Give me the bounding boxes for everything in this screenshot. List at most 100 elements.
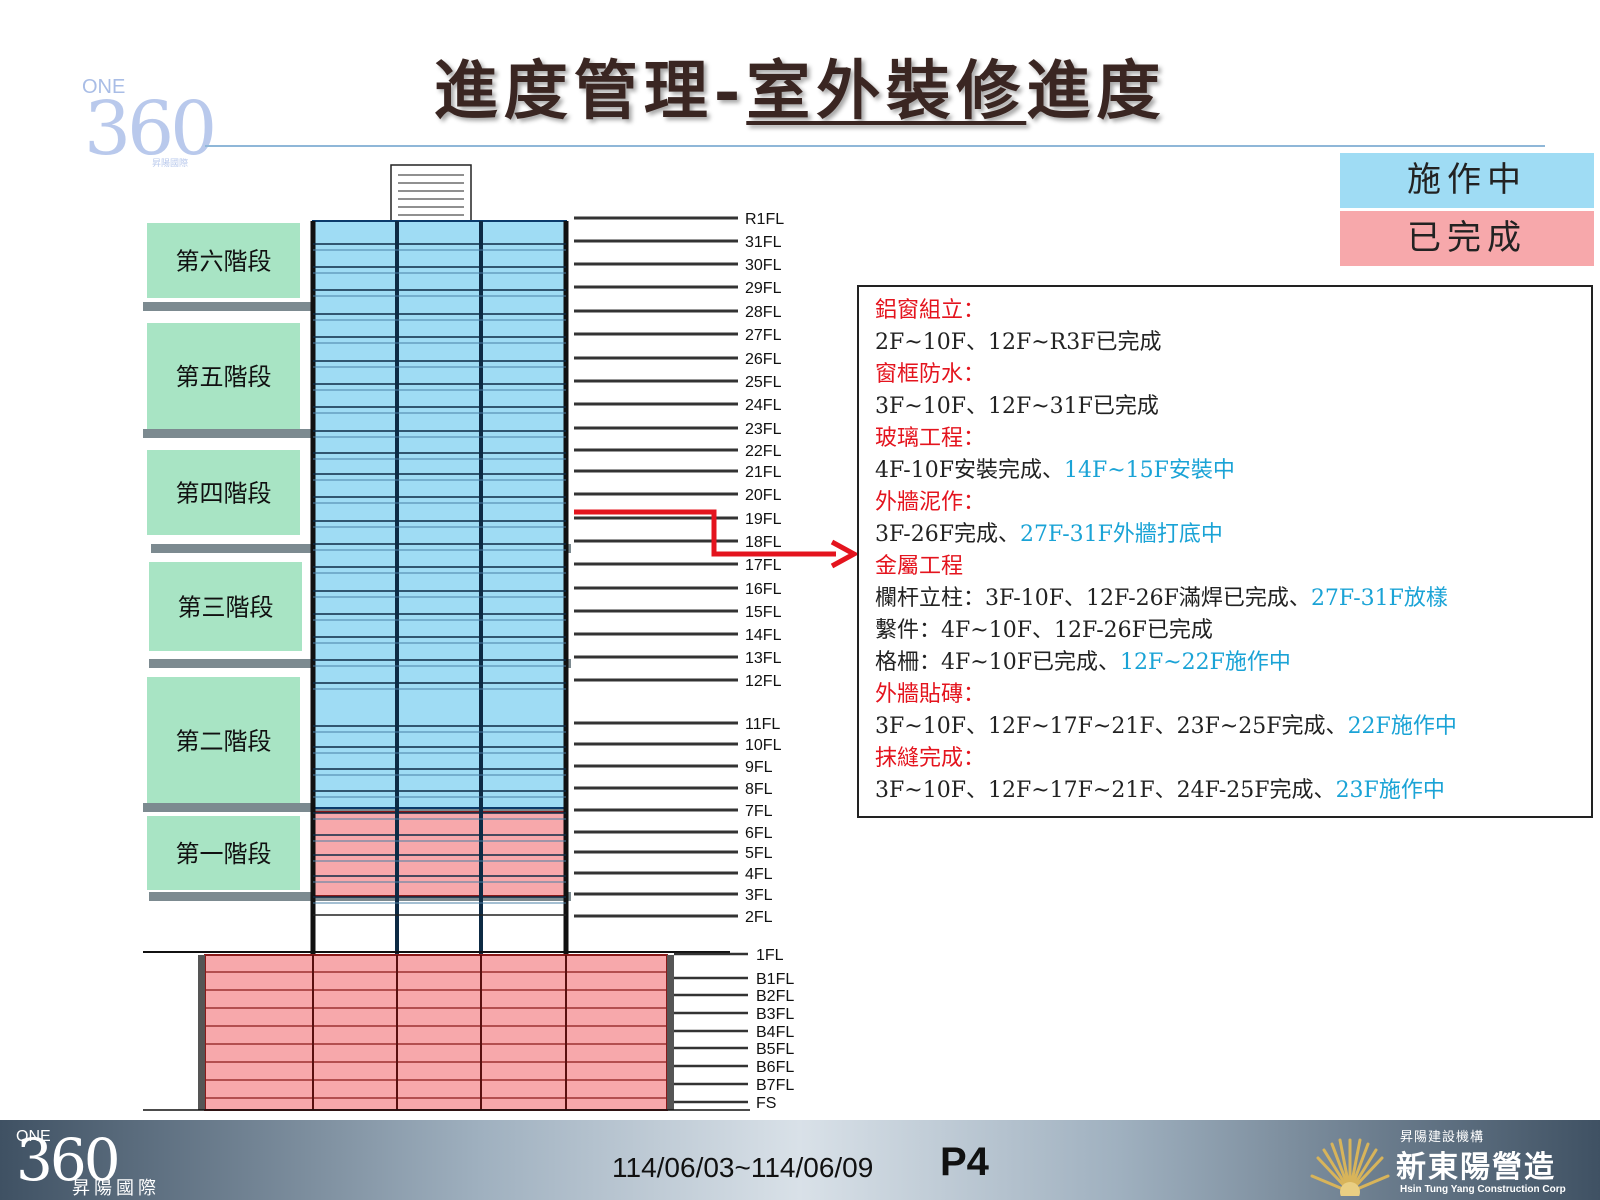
floor-label: FS [756, 1095, 776, 1112]
basement-wall-right [667, 955, 674, 1110]
note-in-progress-text: 12F~22F施作中 [1119, 650, 1291, 675]
floor-label: 2FL [745, 909, 773, 926]
note-line: 抹縫完成： [875, 743, 1591, 775]
floor-label: 15FL [745, 604, 782, 621]
floor-label: 14FL [745, 627, 782, 644]
note-line: 3F~10F、12F~17F~21F、23F~25F完成、22F施作中 [875, 711, 1591, 743]
note-in-progress-text: 27F-31F外牆打底中 [1019, 522, 1223, 547]
stage-label: 第二階段 [176, 728, 272, 756]
note-text: 3F~10F、12F~31F已完成 [875, 394, 1159, 419]
floor-label: 7FL [745, 803, 773, 820]
progress-notes-box: 鋁窗組立：2F~10F、12F~R3F已完成窗框防水：3F~10F、12F~31… [857, 285, 1593, 818]
note-line: 窗框防水： [875, 359, 1591, 391]
stage-box [147, 816, 300, 890]
floor-label: 11FL [745, 716, 780, 733]
floor-label: 1FL [756, 947, 784, 964]
stage-label: 第一階段 [176, 840, 272, 868]
floor-label: 8FL [745, 781, 773, 798]
floor-label: B1FL [756, 971, 794, 988]
note-text: 3F-26F完成、 [875, 522, 1020, 547]
floor-label: 18FL [745, 534, 782, 551]
floor-label: B7FL [756, 1077, 794, 1094]
note-in-progress-text: 22F施作中 [1347, 714, 1457, 739]
legend: 施作中 已完成 [1340, 153, 1594, 269]
note-text: 繫件：4F~10F、12F-26F已完成 [875, 618, 1213, 643]
floor-label: B4FL [756, 1024, 794, 1041]
floor-label: 12FL [745, 673, 782, 690]
floor-levels: R1FL31FL30FL29FL28FL27FL26FL25FL24FL23FL… [574, 211, 794, 1112]
note-line: 格柵：4F~10F已完成、12F~22F施作中 [875, 647, 1591, 679]
company-group-name: 昇陽建設機構 [1400, 1130, 1485, 1145]
note-text: 3F~10F、12F~17F~21F、23F~25F完成、 [875, 714, 1348, 739]
floor-label: 4FL [745, 866, 773, 883]
sunburst-logo-icon [1310, 1138, 1390, 1196]
floor-label: 19FL [745, 511, 782, 528]
note-text: 欄杆立柱：3F-10F、12F-26F滿焊已完成、 [875, 586, 1311, 611]
note-heading: 抹縫完成： [875, 746, 986, 771]
title-part-2: 室外裝修 [746, 54, 1027, 129]
note-line: 2F~10F、12F~R3F已完成 [875, 327, 1591, 359]
floor-label: 3FL [745, 887, 773, 904]
stage-box [147, 223, 300, 298]
note-text: 4F-10F安裝完成、 [875, 458, 1064, 483]
footer-logo-one: ONE [16, 1128, 51, 1145]
floor-label: B3FL [756, 1006, 794, 1023]
floor-label: 6FL [745, 825, 773, 842]
building-facade [143, 164, 750, 1111]
note-line: 玻璃工程： [875, 423, 1591, 455]
floor-label: 5FL [745, 845, 773, 862]
facade-in-progress [312, 220, 567, 809]
note-heading: 金屬工程 [875, 554, 964, 579]
note-text: 格柵：4F~10F已完成、 [875, 650, 1120, 675]
roof-structure [390, 164, 472, 222]
floor-label: 10FL [745, 737, 782, 754]
note-line: 3F~10F、12F~31F已完成 [875, 391, 1591, 423]
company-name: 新東陽營造 [1396, 1150, 1556, 1185]
floor-label: 9FL [745, 759, 773, 776]
company-english-name: Hsin Tung Yang Construction Corp [1400, 1184, 1566, 1195]
note-line: 繫件：4F~10F、12F-26F已完成 [875, 615, 1591, 647]
note-in-progress-text: 23F施作中 [1335, 778, 1445, 803]
floor-label: 31FL [745, 234, 782, 251]
stage-label: 第五階段 [176, 363, 272, 391]
note-line: 欄杆立柱：3F-10F、12F-26F滿焊已完成、27F-31F放樣 [875, 583, 1591, 615]
note-line: 金屬工程 [875, 551, 1591, 583]
footer-logo-subtext: 昇陽國際 [72, 1178, 160, 1199]
note-text: 3F~10F、12F~17F~21F、24F-25F完成、 [875, 778, 1336, 803]
note-in-progress-text: 14F~15F安裝中 [1063, 458, 1235, 483]
legend-in-progress: 施作中 [1340, 153, 1594, 208]
callout-arrow-line [574, 509, 836, 557]
note-line: 3F-26F完成、27F-31F外牆打底中 [875, 519, 1591, 551]
title-part-1: 進度管理- [433, 54, 747, 129]
footer-logo-number: 360 [16, 1126, 121, 1194]
floor-label: 24FL [745, 397, 782, 414]
stage-box [147, 323, 300, 429]
floor-label: 26FL [745, 351, 782, 368]
floor-label: B2FL [756, 988, 794, 1005]
stage-box [147, 677, 300, 804]
basement-wall-left [198, 955, 205, 1110]
floor-label: 30FL [745, 257, 782, 274]
stage-box [147, 450, 300, 535]
floor-label: B6FL [756, 1059, 794, 1076]
logo-one-text: ONE [82, 76, 126, 98]
floor-label: 29FL [745, 280, 782, 297]
note-heading: 外牆泥作： [875, 490, 986, 515]
footer-logo-one360: 360 ONE 昇陽國際 [12, 1122, 202, 1200]
floor-label: 22FL [745, 443, 782, 460]
stage-label: 第六階段 [176, 248, 272, 276]
report-date-range: 114/06/03~114/06/09 [612, 1152, 874, 1183]
basement-completed [204, 954, 668, 1111]
stage-label: 第三階段 [178, 594, 274, 622]
floor-label: 21FL [745, 464, 782, 481]
logo-number: 360 [84, 86, 217, 172]
page-number: P4 [940, 1140, 989, 1184]
note-heading: 外牆貼磚： [875, 682, 986, 707]
note-line: 3F~10F、12F~17F~21F、24F-25F完成、23F施作中 [875, 775, 1591, 807]
stage-label: 第四階段 [176, 480, 272, 508]
page-title: 進度管理-室外裝修進度 [0, 40, 1600, 132]
callout-arrow [574, 509, 860, 569]
floor-label: 16FL [745, 581, 782, 598]
floor-label: 27FL [745, 327, 782, 344]
